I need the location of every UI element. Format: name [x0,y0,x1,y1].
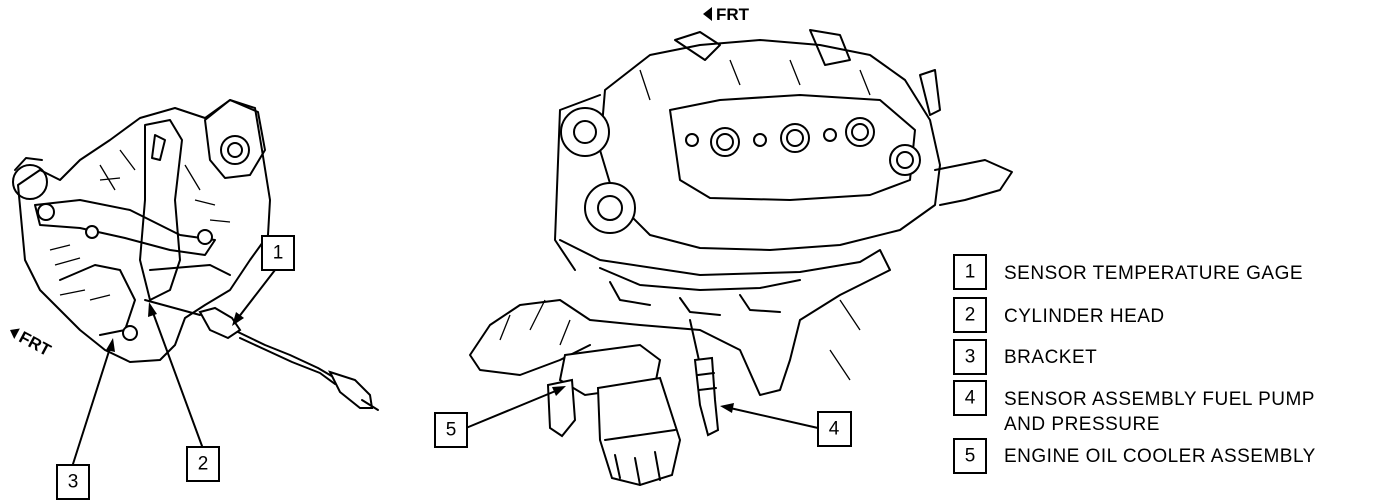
callout-5: 5 [434,386,566,448]
callout-3: 3 [56,338,115,500]
top-frt-label: FRT [716,5,750,24]
callout-4-label: 4 [829,419,840,440]
legend-item: 5 ENGINE OIL COOLER ASSEMBLY [953,438,1316,474]
legend-number: 5 [965,446,976,467]
legend: 1 SENSOR TEMPERATURE GAGE 2 CYLINDER HEA… [953,254,1316,474]
callout-1: 1 [232,235,295,326]
temperature-sensor-illustration [144,299,379,411]
legend-text: AND PRESSURE [1004,414,1160,435]
legend-item: 3 BRACKET [953,339,1097,375]
legend-item: 4 SENSOR ASSEMBLY FUEL PUMP AND PRESSURE [953,380,1315,435]
legend-text: ENGINE OIL COOLER ASSEMBLY [1004,446,1316,467]
callout-1-label: 1 [273,243,284,264]
top-frt-indicator: FRT [703,5,750,24]
legend-number: 2 [965,305,976,326]
left-frt-indicator: FRT [10,328,55,361]
callout-2-label: 2 [198,454,209,475]
legend-number: 1 [965,262,976,283]
legend-text: SENSOR ASSEMBLY FUEL PUMP [1004,389,1315,410]
legend-number: 3 [965,347,976,368]
legend-item: 2 CYLINDER HEAD [953,297,1165,333]
callout-5-label: 5 [446,420,457,441]
legend-text: SENSOR TEMPERATURE GAGE [1004,263,1303,284]
center-engine-illustration: FRT [469,5,1013,487]
legend-item: 1 SENSOR TEMPERATURE GAGE [953,254,1303,290]
callout-2: 2 [148,302,220,482]
legend-text: CYLINDER HEAD [1004,306,1165,327]
left-frt-label: FRT [16,328,55,361]
callout-4: 4 [720,403,852,447]
left-engine-illustration [12,99,271,363]
legend-text: BRACKET [1004,347,1097,368]
legend-number: 4 [965,388,976,409]
callout-3-label: 3 [68,472,79,493]
